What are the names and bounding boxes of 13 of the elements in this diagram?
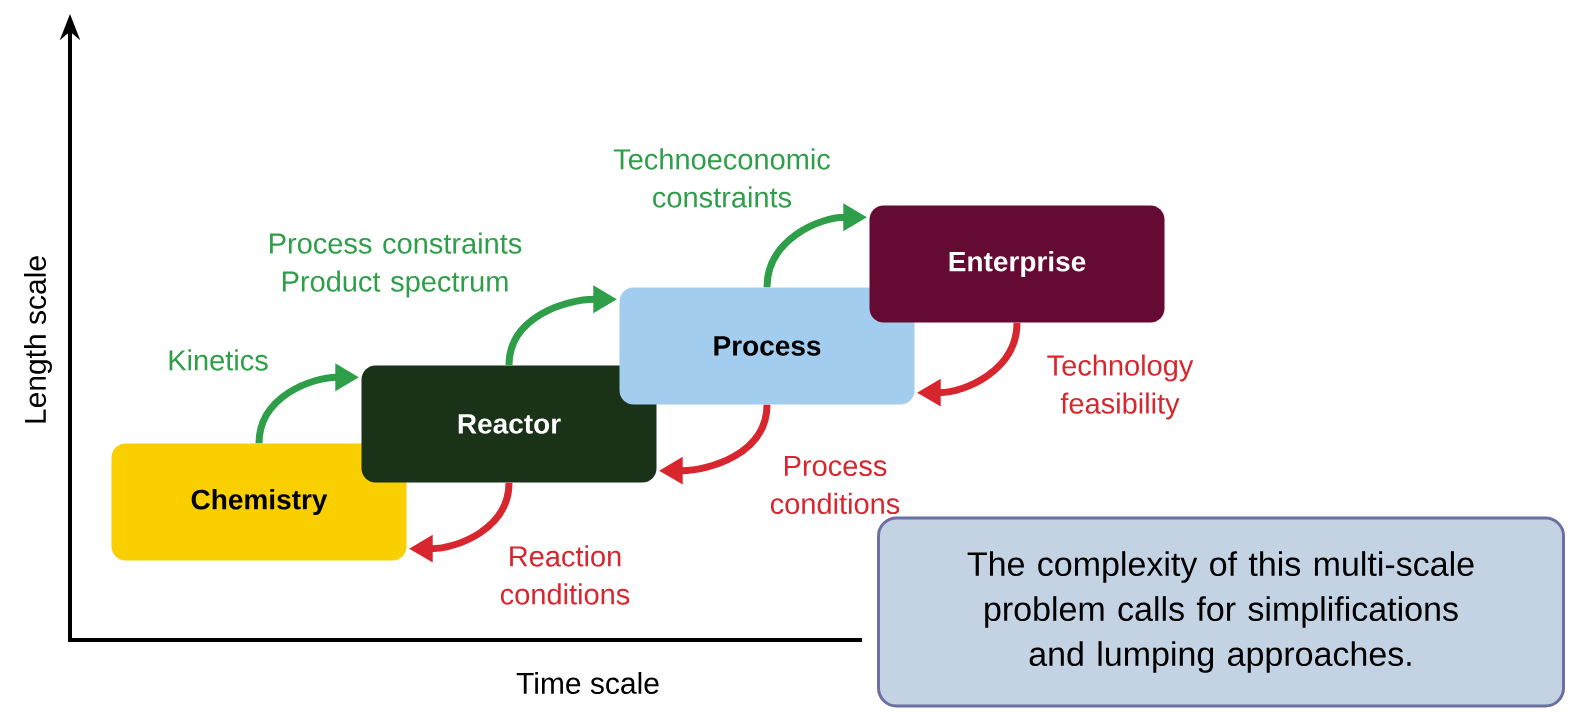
- chemistry-box: Chemistry: [111, 443, 407, 561]
- axis-label: Time scale: [516, 672, 659, 694]
- edge-label: Process conditions: [770, 455, 900, 515]
- edge-label: Reaction conditions: [500, 545, 630, 605]
- note-box: The complexity of this multi-scale problem calls for simplifications and lumping approaches.: [877, 516, 1565, 708]
- enterprise-box: Enterprise: [869, 205, 1165, 323]
- process-box: Process: [619, 287, 915, 405]
- edge-label: Technology feasibility: [1047, 354, 1194, 420]
- axis-label: Length scale: [24, 256, 52, 423]
- edge-label: Process constraints Product spectrum: [270, 232, 522, 298]
- edge-label: Kinetics: [169, 349, 268, 371]
- edge-label: Technoeconomic constraints: [613, 148, 831, 208]
- reactor-box: Reactor: [361, 365, 657, 483]
